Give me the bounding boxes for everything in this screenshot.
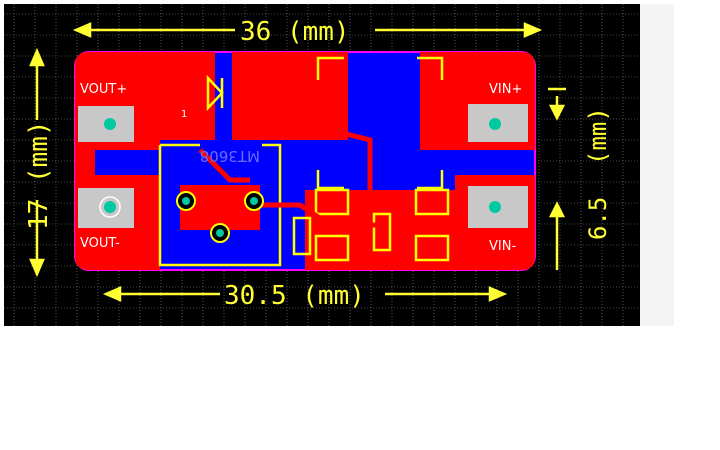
mid-band [95, 150, 155, 175]
label-vout-plus: VOUT+ [80, 82, 127, 97]
dim-left-text: 17 (mm) [24, 120, 54, 230]
label-vin-plus: VIN+ [489, 82, 522, 97]
silkscreen [158, 56, 450, 267]
dim-bottom-text: 30.5 (mm) [224, 281, 365, 311]
label-vout-minus: VOUT- [80, 236, 120, 251]
dim-right-top-text: (mm) [584, 107, 612, 165]
dim-top-text: 36 (mm) [240, 17, 350, 47]
dim-right-bottom-text: 6.5 [584, 197, 612, 240]
label-one: 1 [181, 109, 187, 120]
dimension-lines [29, 22, 566, 302]
pads [78, 104, 528, 228]
right-strip [640, 4, 674, 326]
label-vin-minus: VIN- [489, 239, 516, 254]
vias [176, 191, 264, 243]
chip-label: MT3608 [200, 147, 260, 165]
